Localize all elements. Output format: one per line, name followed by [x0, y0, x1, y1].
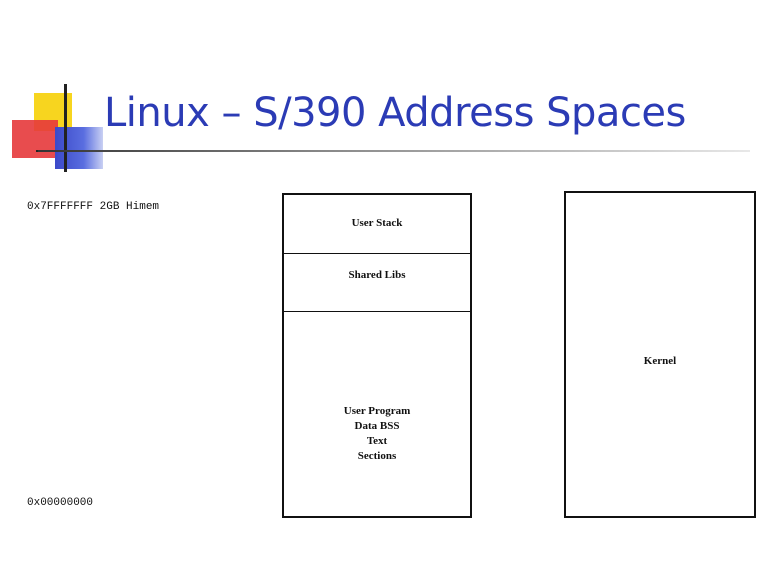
title-underline — [38, 150, 750, 152]
user-program-labels: User Program Data BSS Text Sections — [284, 404, 470, 464]
user-program-segment: User Program Data BSS Text Sections — [284, 312, 470, 516]
shared-libs-segment: Shared Libs — [284, 254, 470, 312]
user-program-line: Text — [366, 435, 388, 447]
user-stack-segment: User Stack — [284, 195, 470, 254]
user-program-line: Data BSS — [354, 420, 400, 432]
user-stack-label: User Stack — [351, 217, 403, 229]
logo-blue-square — [55, 127, 103, 169]
logo-red-square — [12, 120, 58, 158]
kernel-label: Kernel — [643, 355, 677, 367]
kernel-address-space-box: Kernel — [564, 191, 756, 518]
logo-vertical-line — [64, 84, 67, 172]
user-program-line: User Program — [343, 405, 411, 417]
address-top-label: 0x7FFFFFFF 2GB Himem — [27, 201, 160, 213]
user-program-line: Sections — [357, 450, 397, 462]
user-address-space-box: User Stack Shared Libs User Program Data… — [282, 193, 472, 518]
shared-libs-label: Shared Libs — [348, 269, 406, 281]
address-bottom-label: 0x00000000 — [27, 497, 94, 509]
title-logo-decoration — [0, 0, 110, 180]
slide-title: Linux – S/390 Address Spaces — [104, 90, 686, 136]
